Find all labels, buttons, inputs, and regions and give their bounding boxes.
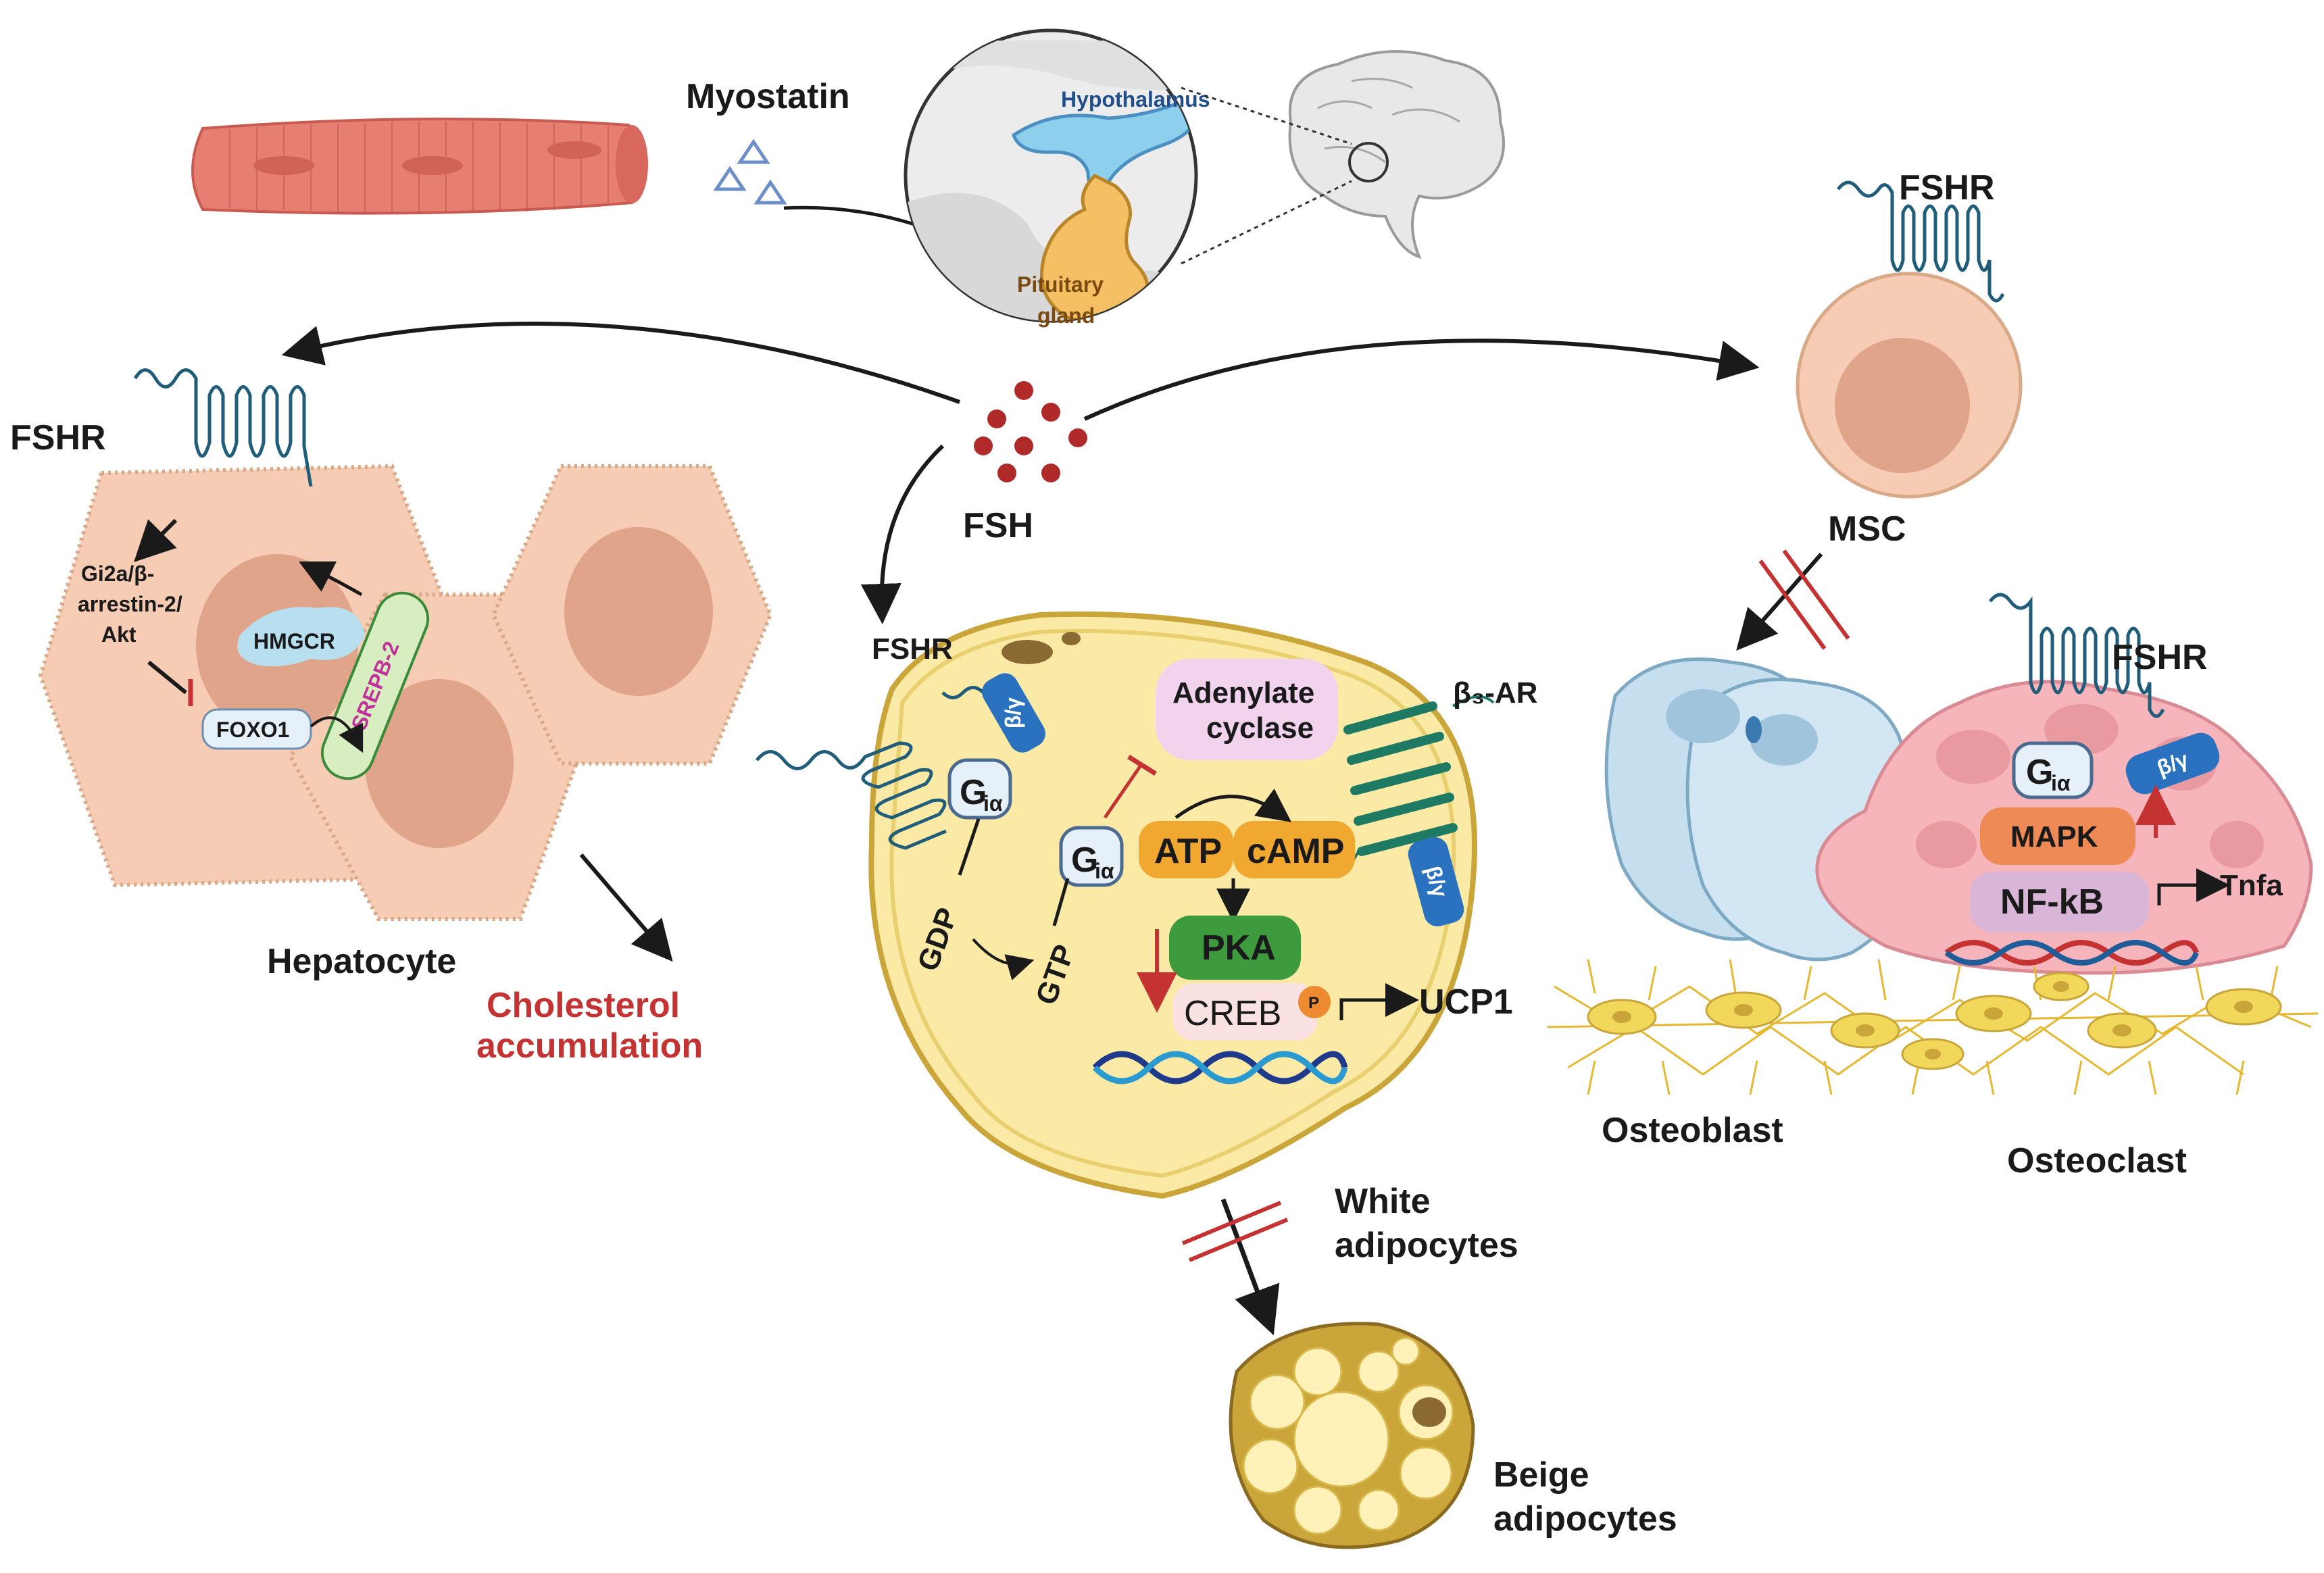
cholesterol-label-line2: accumulation bbox=[476, 1026, 703, 1066]
svg-text:Adenylate: Adenylate bbox=[1172, 676, 1314, 709]
svg-text:PKA: PKA bbox=[1202, 928, 1276, 968]
svg-text:β/γ: β/γ bbox=[1001, 697, 1025, 728]
adenylate-cyclase-box: Adenylate cyclase bbox=[1156, 659, 1338, 760]
svg-text:iα: iα bbox=[2051, 771, 2071, 795]
phospho-badge: P bbox=[1298, 986, 1331, 1018]
beta3-ar-receptor-icon bbox=[1343, 701, 1458, 856]
beige-adipocytes-label-line1: Beige bbox=[1493, 1455, 1589, 1495]
foxo1-label: FOXO1 bbox=[216, 718, 289, 742]
svg-text:G: G bbox=[960, 773, 987, 812]
beige-adipocytes-label-line2: adipocytes bbox=[1493, 1499, 1677, 1539]
msc-cell bbox=[1796, 272, 2023, 499]
white-adipocytes-label-line1: White bbox=[1335, 1182, 1431, 1221]
white-to-beige-arrow bbox=[1220, 1198, 1280, 1336]
nfkb-to-tnfa-arrow bbox=[2157, 868, 2230, 905]
adenylate-inhibit-line bbox=[1103, 762, 1144, 819]
creb-box: CREB bbox=[1172, 983, 1318, 1041]
gi2a-label-line2: arrestin-2/ bbox=[78, 592, 182, 616]
msc-label: MSC bbox=[1828, 509, 1906, 549]
gi-alpha-box-left: G iα bbox=[947, 758, 1012, 820]
msc-block-mark bbox=[1758, 549, 1850, 650]
svg-text:iα: iα bbox=[1095, 859, 1114, 883]
cholesterol-label-line1: Cholesterol bbox=[487, 986, 680, 1025]
white-beige-block-mark bbox=[1181, 1201, 1289, 1262]
pka-box: PKA bbox=[1169, 916, 1301, 980]
fsh-to-msc-arrow bbox=[1083, 339, 1760, 421]
beige-adipocyte-cell bbox=[1229, 1322, 1475, 1549]
beta-gamma-box-right: β/γ bbox=[1408, 837, 1464, 927]
fshr-label-adipocyte: FSHR bbox=[872, 632, 953, 666]
fshr-label-osteoclast: FSHR bbox=[2112, 638, 2208, 677]
svg-text:ATP: ATP bbox=[1154, 832, 1222, 871]
camp-box: cAMP bbox=[1233, 821, 1355, 878]
hmgcr-blob bbox=[237, 607, 365, 667]
osteoblast-cells bbox=[1604, 657, 1916, 962]
svg-text:iα: iα bbox=[983, 791, 1003, 816]
dna-helix-osteoclast-icon bbox=[1944, 940, 2199, 966]
fsh-to-hepatocyte-arrow bbox=[281, 321, 961, 404]
hypothalamus-label: Hypothalamus bbox=[1061, 87, 1210, 111]
svg-text:MAPK: MAPK bbox=[2010, 820, 2098, 853]
ucp1-label: UCP1 bbox=[1419, 982, 1513, 1022]
svg-text:cyclase: cyclase bbox=[1206, 711, 1314, 745]
hepatocyte-label: Hepatocyte bbox=[267, 942, 456, 981]
gi-alpha-box-osteoclast: G iα bbox=[2012, 741, 2094, 799]
white-adipocyte-cell bbox=[868, 611, 1477, 1199]
gi2a-label-line1: Gi2a/β- bbox=[81, 561, 154, 586]
nfkb-box: NF-kB bbox=[1970, 872, 2149, 932]
adenylate-inhibit-bar bbox=[1127, 755, 1157, 776]
fshr-label-hepatocyte: FSHR bbox=[10, 418, 106, 457]
hepatocyte-cells bbox=[38, 464, 773, 921]
pituitary-label-line1: Pituitary bbox=[1017, 272, 1104, 297]
fshr-label-msc: FSHR bbox=[1899, 168, 1995, 207]
srepb2-to-hmgcr-arrow bbox=[299, 561, 363, 597]
gdp-to-gtp-arrow bbox=[972, 938, 1035, 980]
beta-gamma-box-adipocyte: β/γ bbox=[982, 673, 1045, 753]
fshr-receptor-hepatocyte-icon bbox=[133, 368, 313, 487]
gdp-link bbox=[958, 818, 981, 876]
gi2a-inhibit-line bbox=[147, 660, 187, 695]
svg-text:G: G bbox=[1071, 841, 1098, 880]
svg-text:NF-kB: NF-kB bbox=[2000, 882, 2104, 922]
atp-to-camp-arrow bbox=[1175, 789, 1292, 822]
atp-box: ATP bbox=[1139, 821, 1233, 878]
dna-helix-adipocyte-icon bbox=[1092, 1051, 1348, 1084]
hepatocyte-to-cholesterol-arrow bbox=[579, 853, 673, 962]
svg-text:CREB: CREB bbox=[1184, 994, 1281, 1033]
fshr-receptor-msc-icon bbox=[1837, 180, 2005, 303]
svg-text:G: G bbox=[2026, 753, 2053, 792]
fsh-label: FSH bbox=[963, 506, 1033, 545]
beta3-ar-label: β₃-AR bbox=[1453, 676, 1537, 709]
creb-to-ucp1-arrow bbox=[1339, 983, 1419, 1020]
myostatin-label: Myostatin bbox=[686, 77, 850, 116]
osteoclast-label: Osteoclast bbox=[2007, 1141, 2187, 1180]
fsh-to-adipocyte-arrow bbox=[860, 444, 945, 624]
osteoblast-label: Osteoblast bbox=[1602, 1111, 1783, 1150]
beta-gamma-box-osteoclast: β/γ bbox=[2125, 732, 2220, 795]
brain-icon bbox=[1181, 50, 1505, 265]
fshr-down-arrow bbox=[134, 518, 178, 562]
svg-text:cAMP: cAMP bbox=[1247, 832, 1344, 871]
gi2a-label-line3: Akt bbox=[101, 622, 137, 647]
fsh-dots-icon bbox=[974, 381, 1087, 482]
svg-text:P: P bbox=[1308, 994, 1319, 1012]
fshr-receptor-osteoclast-icon bbox=[1989, 593, 2165, 718]
foxo1-box bbox=[201, 708, 312, 750]
brain-inset: Hypothalamus Pituitary gland bbox=[904, 28, 1210, 328]
mapk-box: MAPK bbox=[1980, 807, 2135, 865]
white-adipocytes-label-line2: adipocytes bbox=[1335, 1226, 1518, 1265]
gtp-link bbox=[1052, 878, 1070, 926]
foxo1-to-srepb2-arrow bbox=[310, 716, 364, 753]
tnfa-label: Tnfa bbox=[2220, 869, 2283, 902]
hmgcr-label: HMGCR bbox=[253, 629, 335, 653]
osteocyte-network bbox=[1547, 959, 2319, 1095]
muscle-fiber-icon bbox=[191, 118, 648, 215]
pituitary-label-line2: gland bbox=[1037, 303, 1095, 328]
myostatin-triangles-icon bbox=[713, 139, 787, 205]
gi-alpha-box-middle: G iα bbox=[1059, 826, 1124, 887]
